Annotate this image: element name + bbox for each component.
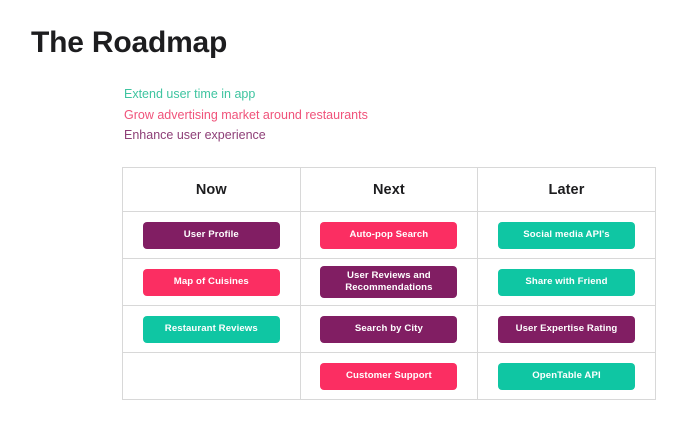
- table-row: Restaurant Reviews Search by City User E…: [122, 305, 656, 353]
- goal-text-2: Grow advertising market around restauran…: [124, 107, 368, 122]
- pill-social-media-apis[interactable]: Social media API's: [497, 221, 635, 249]
- pill-customer-support[interactable]: Customer Support: [320, 362, 458, 390]
- table-row: Map of Cuisines User Reviews and Recomme…: [122, 258, 656, 306]
- cell-next-3: Search by City: [299, 305, 479, 353]
- goal-text-3: Enhance user experience: [124, 128, 266, 142]
- cell-inner: User Expertise Rating: [478, 306, 655, 352]
- pill-user-expertise-rating[interactable]: User Expertise Rating: [497, 315, 635, 343]
- goal-line-1: Extend user time in app: [124, 84, 554, 105]
- cell-inner: User Profile: [123, 212, 300, 258]
- cell-next-2: User Reviews and Recommendations: [299, 258, 479, 306]
- table-header-row: Now Next Later: [122, 167, 656, 212]
- pill-auto-pop-search[interactable]: Auto-pop Search: [320, 221, 458, 249]
- cell-inner: Share with Friend: [478, 259, 655, 305]
- cell-now-2: Map of Cuisines: [122, 258, 301, 306]
- cell-later-4: OpenTable API: [477, 352, 656, 400]
- cell-next-1: Auto-pop Search: [299, 211, 479, 259]
- cell-later-2: Share with Friend: [477, 258, 656, 306]
- column-header-next: Next: [299, 167, 479, 212]
- page-title: The Roadmap: [31, 26, 228, 59]
- pill-opentable-api[interactable]: OpenTable API: [497, 362, 635, 390]
- table-row: Customer Support OpenTable API: [122, 352, 656, 400]
- column-header-now: Now: [122, 167, 301, 212]
- cell-now-3: Restaurant Reviews: [122, 305, 301, 353]
- cell-later-1: Social media API's: [477, 211, 656, 259]
- pill-user-profile[interactable]: User Profile: [142, 221, 280, 249]
- cell-inner: Auto-pop Search: [301, 212, 478, 258]
- column-header-later: Later: [477, 167, 656, 212]
- table-head: Now Next Later: [122, 167, 656, 212]
- cell-next-4: Customer Support: [299, 352, 479, 400]
- goals-list: Extend user time in app Grow advertising…: [124, 84, 554, 146]
- cell-inner: OpenTable API: [478, 353, 655, 399]
- cell-later-3: User Expertise Rating: [477, 305, 656, 353]
- cell-inner: [123, 353, 300, 399]
- table-row: User Profile Auto-pop Search Social medi…: [122, 211, 656, 259]
- pill-share-with-friend[interactable]: Share with Friend: [497, 268, 635, 296]
- pill-map-of-cuisines[interactable]: Map of Cuisines: [142, 268, 280, 296]
- goal-line-2: Grow advertising market around restauran…: [124, 105, 554, 126]
- cell-inner: Map of Cuisines: [123, 259, 300, 305]
- cell-now-4: [122, 352, 301, 400]
- table-body: User Profile Auto-pop Search Social medi…: [122, 211, 656, 400]
- roadmap-table: Now Next Later User Profile Auto-pop Sea…: [122, 167, 656, 400]
- cell-now-1: User Profile: [122, 211, 301, 259]
- pill-user-reviews-and-recommendations[interactable]: User Reviews and Recommendations: [320, 266, 458, 298]
- cell-inner: Restaurant Reviews: [123, 306, 300, 352]
- goal-line-3: Enhance user experience: [124, 125, 554, 146]
- pill-search-by-city[interactable]: Search by City: [320, 315, 458, 343]
- cell-inner: Customer Support: [301, 353, 478, 399]
- pill-restaurant-reviews[interactable]: Restaurant Reviews: [142, 315, 280, 343]
- cell-inner: Social media API's: [478, 212, 655, 258]
- cell-inner: Search by City: [301, 306, 478, 352]
- goal-text-1: Extend user time in app: [124, 87, 256, 101]
- cell-inner: User Reviews and Recommendations: [301, 259, 478, 305]
